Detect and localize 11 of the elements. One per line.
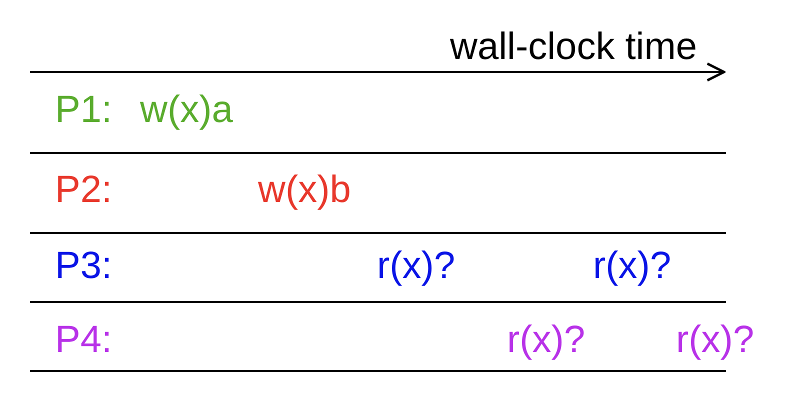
process-label: P4: bbox=[55, 318, 112, 362]
operation-label: r(x)? bbox=[507, 318, 586, 362]
process-label: P3: bbox=[55, 244, 112, 288]
process-label: P1: bbox=[55, 88, 112, 132]
operation-label: r(x)? bbox=[593, 244, 672, 288]
operation-label: r(x)? bbox=[377, 244, 456, 288]
operation-label: w(x)b bbox=[258, 168, 351, 212]
operation-label: r(x)? bbox=[676, 318, 754, 362]
operation-label: w(x)a bbox=[140, 88, 233, 132]
process-label: P2: bbox=[55, 168, 112, 212]
axis-label: wall-clock time bbox=[450, 25, 698, 69]
